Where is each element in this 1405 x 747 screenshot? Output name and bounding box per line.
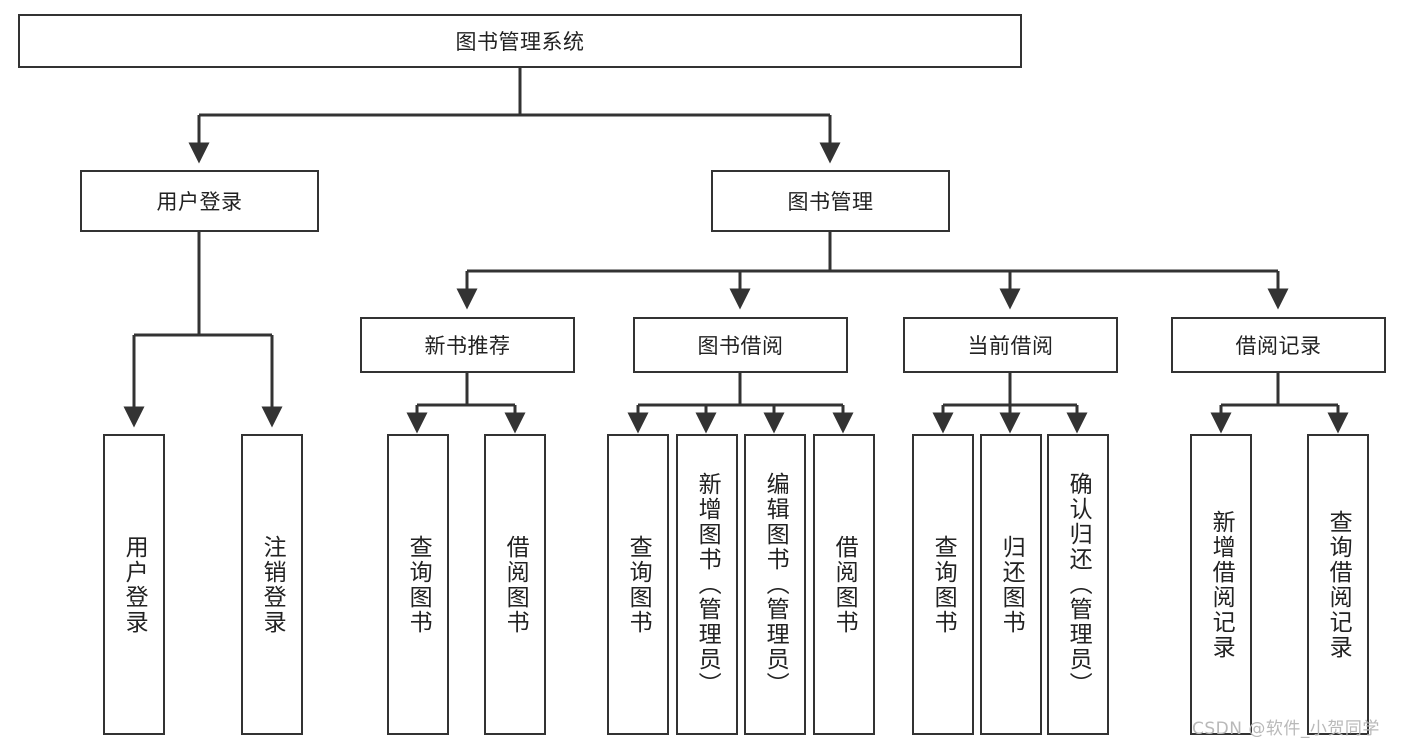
leaf-query-books-recommendation[interactable]: 查询图书 <box>387 434 449 735</box>
node-book-management[interactable]: 图书管理 <box>711 170 950 232</box>
leaf-borrow-books-borrowing[interactable]: 借阅图书 <box>813 434 875 735</box>
node-user-login[interactable]: 用户登录 <box>80 170 319 232</box>
node-label: 借阅图书 <box>502 534 529 635</box>
node-label: 图书管理系统 <box>455 30 585 54</box>
node-label: 查询图书 <box>405 534 432 635</box>
leaf-add-book-admin[interactable]: 新增图书（管理员） <box>676 434 738 735</box>
node-label: 用户登录 <box>156 190 243 214</box>
node-label: 归还图书 <box>998 534 1025 635</box>
csdn-watermark: CSDN @软件_小贺同学 <box>1192 719 1380 739</box>
leaf-add-borrowing-record[interactable]: 新增借阅记录 <box>1190 434 1252 735</box>
node-label: 新书推荐 <box>424 334 511 358</box>
leaf-query-books-current[interactable]: 查询图书 <box>912 434 974 735</box>
node-label: 借阅图书 <box>831 534 858 635</box>
leaf-logout[interactable]: 注销登录 <box>241 434 303 735</box>
node-label: 编辑图书（管理员） <box>762 472 789 697</box>
leaf-query-books-borrowing[interactable]: 查询图书 <box>607 434 669 735</box>
leaf-borrow-books-recommendation[interactable]: 借阅图书 <box>484 434 546 735</box>
leaf-edit-book-admin[interactable]: 编辑图书（管理员） <box>744 434 806 735</box>
node-label: 确认归还（管理员） <box>1065 472 1092 697</box>
leaf-confirm-return-admin[interactable]: 确认归还（管理员） <box>1047 434 1109 735</box>
leaf-user-login[interactable]: 用户登录 <box>103 434 165 735</box>
node-label: 查询图书 <box>625 534 652 635</box>
node-label: 图书借阅 <box>697 334 784 358</box>
node-label: 查询借阅记录 <box>1325 509 1352 660</box>
node-label: 注销登录 <box>259 534 286 635</box>
node-label: 当前借阅 <box>967 334 1054 358</box>
leaf-query-borrowing-record[interactable]: 查询借阅记录 <box>1307 434 1369 735</box>
node-label: 借阅记录 <box>1235 334 1322 358</box>
node-label: 用户登录 <box>121 534 148 635</box>
node-label: 图书管理 <box>787 190 874 214</box>
node-root-book-management-system[interactable]: 图书管理系统 <box>18 14 1022 68</box>
node-new-book-recommendation[interactable]: 新书推荐 <box>360 317 575 373</box>
node-current-borrowing[interactable]: 当前借阅 <box>903 317 1118 373</box>
node-label: 新增借阅记录 <box>1208 509 1235 660</box>
node-book-borrowing[interactable]: 图书借阅 <box>633 317 848 373</box>
node-label: 查询图书 <box>930 534 957 635</box>
node-borrowing-records[interactable]: 借阅记录 <box>1171 317 1386 373</box>
node-label: 新增图书（管理员） <box>694 472 721 697</box>
leaf-return-books[interactable]: 归还图书 <box>980 434 1042 735</box>
